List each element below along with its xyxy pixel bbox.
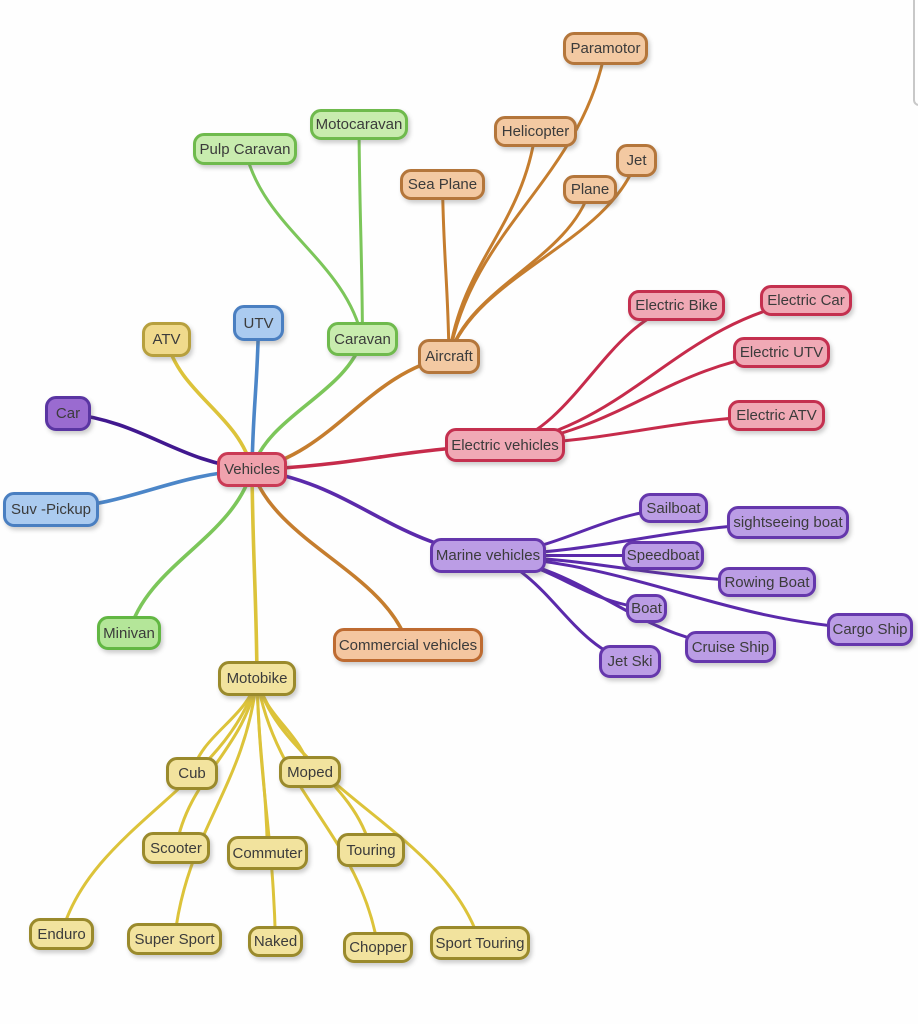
edge-aircraft-helicopter: [447, 130, 537, 358]
node-motocaravan[interactable]: Motocaravan: [310, 109, 408, 140]
node-commuter[interactable]: Commuter: [227, 836, 308, 870]
node-paramotor[interactable]: Paramotor: [563, 32, 648, 65]
node-marine-vehicles[interactable]: Marine vehicles: [430, 538, 546, 573]
node-electric-bike[interactable]: Electric Bike: [628, 290, 725, 321]
node-suv-pickup[interactable]: Suv -Pickup: [3, 492, 99, 527]
edge-aircraft-paramotor: [447, 47, 607, 358]
edge-marine-vehicles-cargo-ship: [486, 554, 872, 631]
node-sport-touring[interactable]: Sport Touring: [430, 926, 530, 960]
node-naked[interactable]: Naked: [248, 926, 303, 957]
node-enduro[interactable]: Enduro: [29, 918, 94, 950]
node-atv[interactable]: ATV: [142, 322, 191, 357]
node-electric-car[interactable]: Electric Car: [760, 285, 852, 316]
node-chopper[interactable]: Chopper: [343, 932, 413, 963]
edge-vehicles-utv: [250, 321, 261, 472]
node-jet[interactable]: Jet: [616, 144, 657, 177]
node-sea-plane[interactable]: Sea Plane: [400, 169, 485, 200]
scrollbar-thumb[interactable]: [913, 0, 918, 106]
edge-vehicles-commercial-vehicles: [250, 467, 410, 647]
edge-vehicles-motobike: [250, 467, 259, 681]
edge-motobike-enduro: [60, 677, 259, 936]
node-scooter[interactable]: Scooter: [142, 832, 210, 864]
edge-aircraft-sea-plane: [441, 183, 451, 358]
node-pulp-caravan[interactable]: Pulp Caravan: [193, 133, 297, 165]
edge-caravan-pulp-caravan: [243, 147, 364, 341]
node-vehicles[interactable]: Vehicles: [217, 452, 287, 487]
node-super-sport[interactable]: Super Sport: [127, 923, 222, 955]
node-touring[interactable]: Touring: [337, 833, 405, 867]
node-minivan[interactable]: Minivan: [97, 616, 161, 650]
node-car[interactable]: Car: [45, 396, 91, 431]
edge-motobike-sport-touring: [255, 677, 482, 945]
node-aircraft[interactable]: Aircraft: [418, 339, 480, 374]
edge-vehicles-minivan: [127, 467, 254, 635]
node-sightseeing-boat[interactable]: sightseeing boat: [727, 506, 849, 539]
node-electric-atv[interactable]: Electric ATV: [728, 400, 825, 431]
edge-motobike-naked: [255, 677, 277, 943]
edge-motobike-chopper: [255, 677, 380, 949]
node-motobike[interactable]: Motobike: [218, 661, 296, 696]
edge-aircraft-jet: [447, 159, 638, 358]
node-speedboat[interactable]: Speedboat: [622, 541, 704, 570]
node-sailboat[interactable]: Sailboat: [639, 493, 708, 523]
edge-vehicles-atv: [164, 337, 254, 472]
node-electric-vehicles[interactable]: Electric vehicles: [445, 428, 565, 462]
node-plane[interactable]: Plane: [563, 175, 617, 204]
node-commercial-vehicles[interactable]: Commercial vehicles: [333, 628, 483, 662]
node-helicopter[interactable]: Helicopter: [494, 116, 577, 147]
node-electric-utv[interactable]: Electric UTV: [733, 337, 830, 368]
node-boat[interactable]: Boat: [626, 594, 667, 623]
node-utv[interactable]: UTV: [233, 305, 284, 341]
edge-motobike-super-sport: [173, 677, 259, 941]
node-cub[interactable]: Cub: [166, 757, 218, 790]
node-cargo-ship[interactable]: Cargo Ship: [827, 613, 913, 646]
node-caravan[interactable]: Caravan: [327, 322, 398, 356]
node-rowing-boat[interactable]: Rowing Boat: [718, 567, 816, 597]
edge-vehicles-caravan: [250, 337, 365, 472]
node-jet-ski[interactable]: Jet Ski: [599, 645, 661, 678]
node-moped[interactable]: Moped: [279, 756, 341, 788]
node-cruise-ship[interactable]: Cruise Ship: [685, 631, 776, 663]
edge-caravan-motocaravan: [357, 123, 364, 341]
